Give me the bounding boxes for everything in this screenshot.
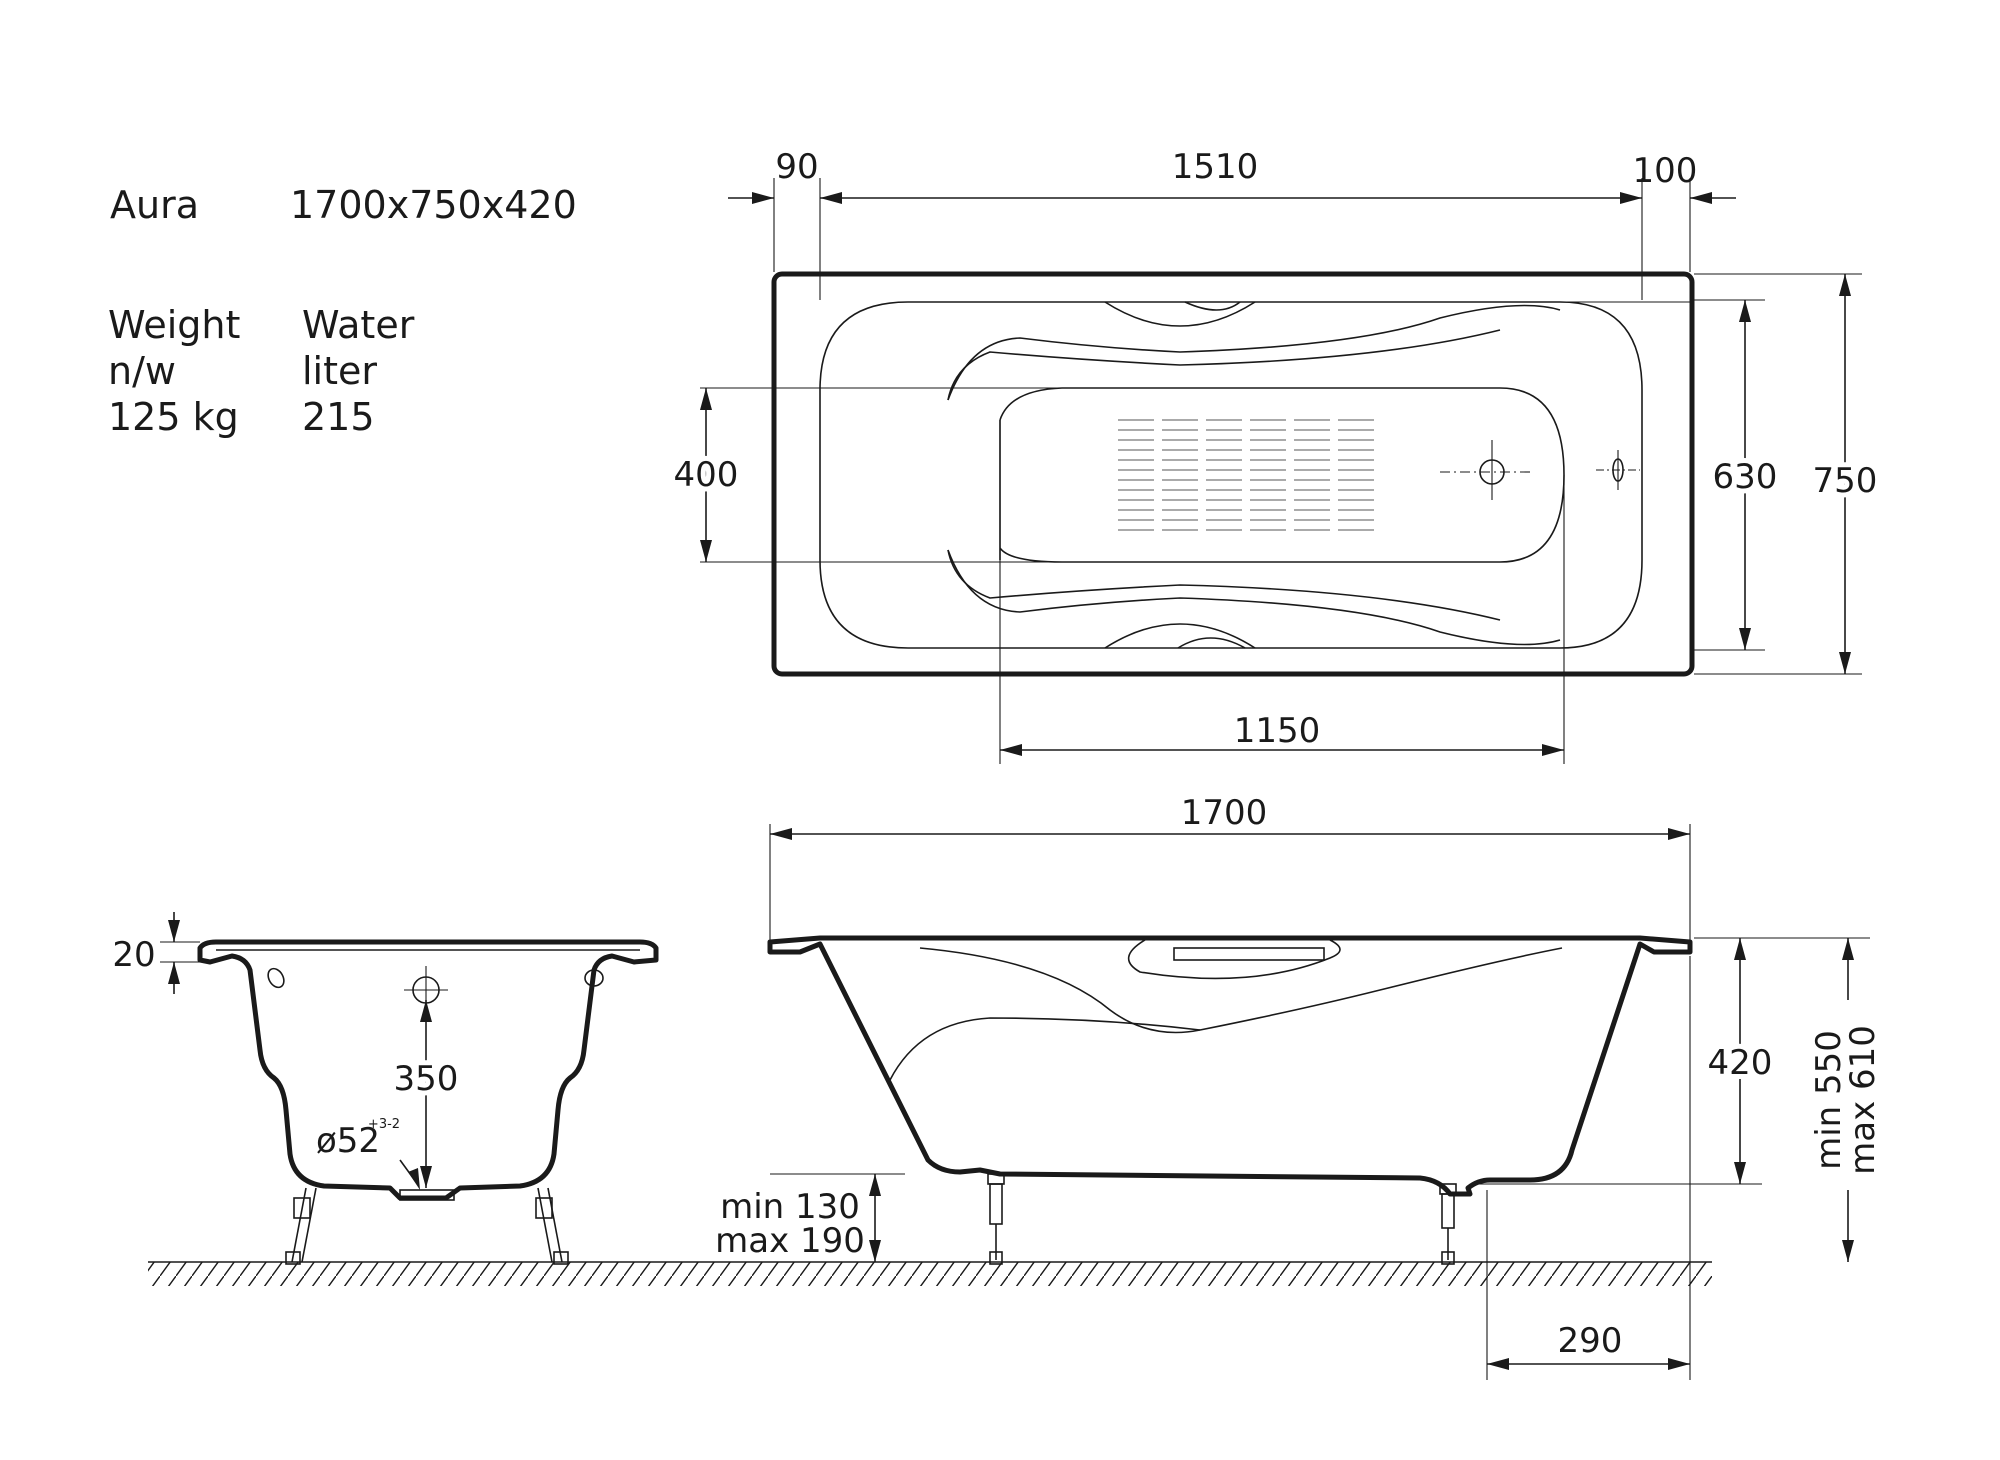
dim-inner-width: 630 bbox=[1713, 457, 1778, 497]
water-label-2: liter bbox=[302, 349, 378, 393]
dim-depth: 420 bbox=[1708, 1043, 1773, 1083]
dim-height-max: max 610 bbox=[1843, 1025, 1883, 1175]
top-view bbox=[771, 271, 1695, 677]
water-value: 215 bbox=[302, 395, 375, 439]
overflow-symbol bbox=[1596, 450, 1640, 490]
top-view-rim-outline bbox=[771, 271, 1695, 677]
water-label-1: Water bbox=[302, 303, 415, 347]
weight-label-2: n/w bbox=[108, 349, 176, 393]
dim-drain-tolerance: +3-2 bbox=[368, 1117, 400, 1132]
side-view-rear-leg bbox=[1439, 1183, 1457, 1265]
product-size: 1700x750x420 bbox=[290, 183, 577, 227]
side-view bbox=[767, 935, 1693, 1265]
product-name: Aura bbox=[110, 183, 199, 227]
drain-symbol bbox=[1440, 440, 1530, 500]
end-view-right-leg bbox=[535, 1187, 569, 1265]
dim-leg-max: max 190 bbox=[715, 1221, 865, 1261]
dim-outer-width: 750 bbox=[1813, 461, 1878, 501]
side-view-front-leg bbox=[987, 1173, 1005, 1265]
top-view-dimensions bbox=[700, 178, 1862, 764]
side-view-dimensions bbox=[769, 824, 1870, 1380]
dim-rim-thickness: 20 bbox=[112, 935, 155, 975]
dim-flat-bottom-length: 1150 bbox=[1234, 711, 1321, 751]
dim-top-right-offset: 100 bbox=[1633, 151, 1698, 191]
floor bbox=[148, 1261, 1712, 1286]
weight-value: 125 kg bbox=[108, 395, 239, 439]
dim-headrest-span: 400 bbox=[674, 455, 739, 495]
dim-top-inner-length: 1510 bbox=[1172, 147, 1259, 187]
side-view-outline bbox=[767, 935, 1693, 1197]
dim-drain-diameter: ø52 bbox=[316, 1121, 380, 1161]
dim-drain-offset: 290 bbox=[1558, 1321, 1623, 1361]
end-view-left-leg bbox=[285, 1187, 317, 1265]
weight-label-1: Weight bbox=[108, 303, 241, 347]
top-view-basin-outline bbox=[819, 301, 1643, 649]
end-view bbox=[197, 939, 659, 1265]
dim-leg-min: min 130 bbox=[720, 1187, 860, 1227]
dim-height-min: min 550 bbox=[1809, 1030, 1849, 1170]
end-view-dimensions bbox=[160, 912, 432, 1190]
end-view-outline bbox=[197, 939, 659, 1201]
dim-overall-length: 1700 bbox=[1181, 793, 1268, 833]
dim-overflow-height: 350 bbox=[394, 1059, 459, 1099]
anti-slip-mat bbox=[1118, 419, 1375, 531]
dim-top-left-offset: 90 bbox=[775, 147, 818, 187]
